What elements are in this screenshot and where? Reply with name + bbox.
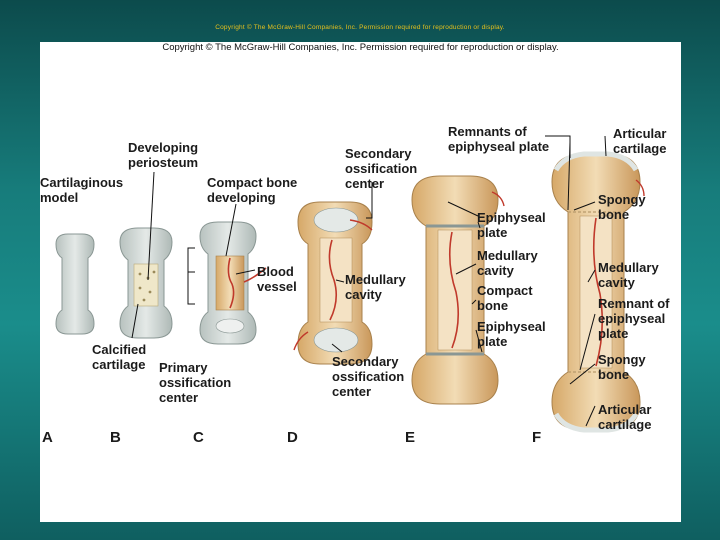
label-articular-cartilage-top: Articular cartilage: [613, 126, 667, 156]
label-secondary-ossification-center-bottom: Secondary ossification center: [332, 354, 405, 399]
label-medullary-cavity-e: Medullary cavity: [477, 248, 538, 278]
stage-letter-d: D: [287, 429, 298, 446]
stage-f-mature-bone: [551, 151, 645, 433]
stage-letter-e: E: [405, 429, 416, 446]
stage-e-epiphyseal-plates: [411, 175, 505, 405]
stage-letter-b: B: [110, 429, 121, 446]
label-primary-ossification-center: Primary ossification center: [159, 360, 232, 405]
stage-a-cartilage-model: [55, 233, 95, 335]
label-developing-periosteum: Developing periosteum: [128, 140, 199, 170]
label-medullary-cavity-f: Medullary cavity: [598, 260, 659, 290]
stage-letter-f: F: [532, 429, 542, 446]
label-remnants-of-epiphyseal-plate: Remnants of epiphyseal plate: [448, 124, 550, 154]
label-calcified-cartilage: Calcified cartilage: [92, 342, 147, 372]
label-cartilaginous-model: Cartilaginous model: [40, 175, 124, 205]
label-compact-bone-developing: Compact bone developing: [207, 175, 298, 205]
label-articular-cartilage-bottom: Articular cartilage: [598, 402, 652, 432]
label-medullary-cavity-d: Medullary cavity: [345, 272, 406, 302]
label-epiphyseal-plate-bottom: Epiphyseal plate: [477, 319, 546, 349]
copyright-notice-panel: Copyright © The McGraw-Hill Companies, I…: [162, 42, 559, 53]
figure-panel: Copyright © The McGraw-Hill Companies, I…: [40, 42, 681, 522]
stage-letter-c: C: [193, 429, 204, 446]
stage-letter-a: A: [42, 429, 53, 446]
label-compact-bone: Compact bone: [477, 283, 533, 313]
label-spongy-bone-bottom: Spongy bone: [598, 352, 646, 382]
stage-b-calcified-model: [119, 227, 173, 339]
copyright-notice-top: Copyright © The McGraw-Hill Companies, I…: [215, 24, 505, 31]
label-epiphyseal-plate-top: Epiphyseal plate: [477, 210, 546, 240]
label-secondary-ossification-center-top: Secondary ossification center: [345, 146, 418, 191]
label-spongy-bone-top: Spongy bone: [598, 192, 646, 222]
leader-lines: [131, 135, 607, 427]
stage-c-primary-ossification: [199, 221, 267, 345]
label-remnant-of-epiphyseal-plate: Remnant of epiphyseal plate: [598, 296, 670, 341]
label-blood-vessel: Blood vessel: [257, 264, 297, 294]
stage-d-secondary-ossification: [293, 201, 373, 365]
ossification-diagram: [55, 135, 645, 433]
